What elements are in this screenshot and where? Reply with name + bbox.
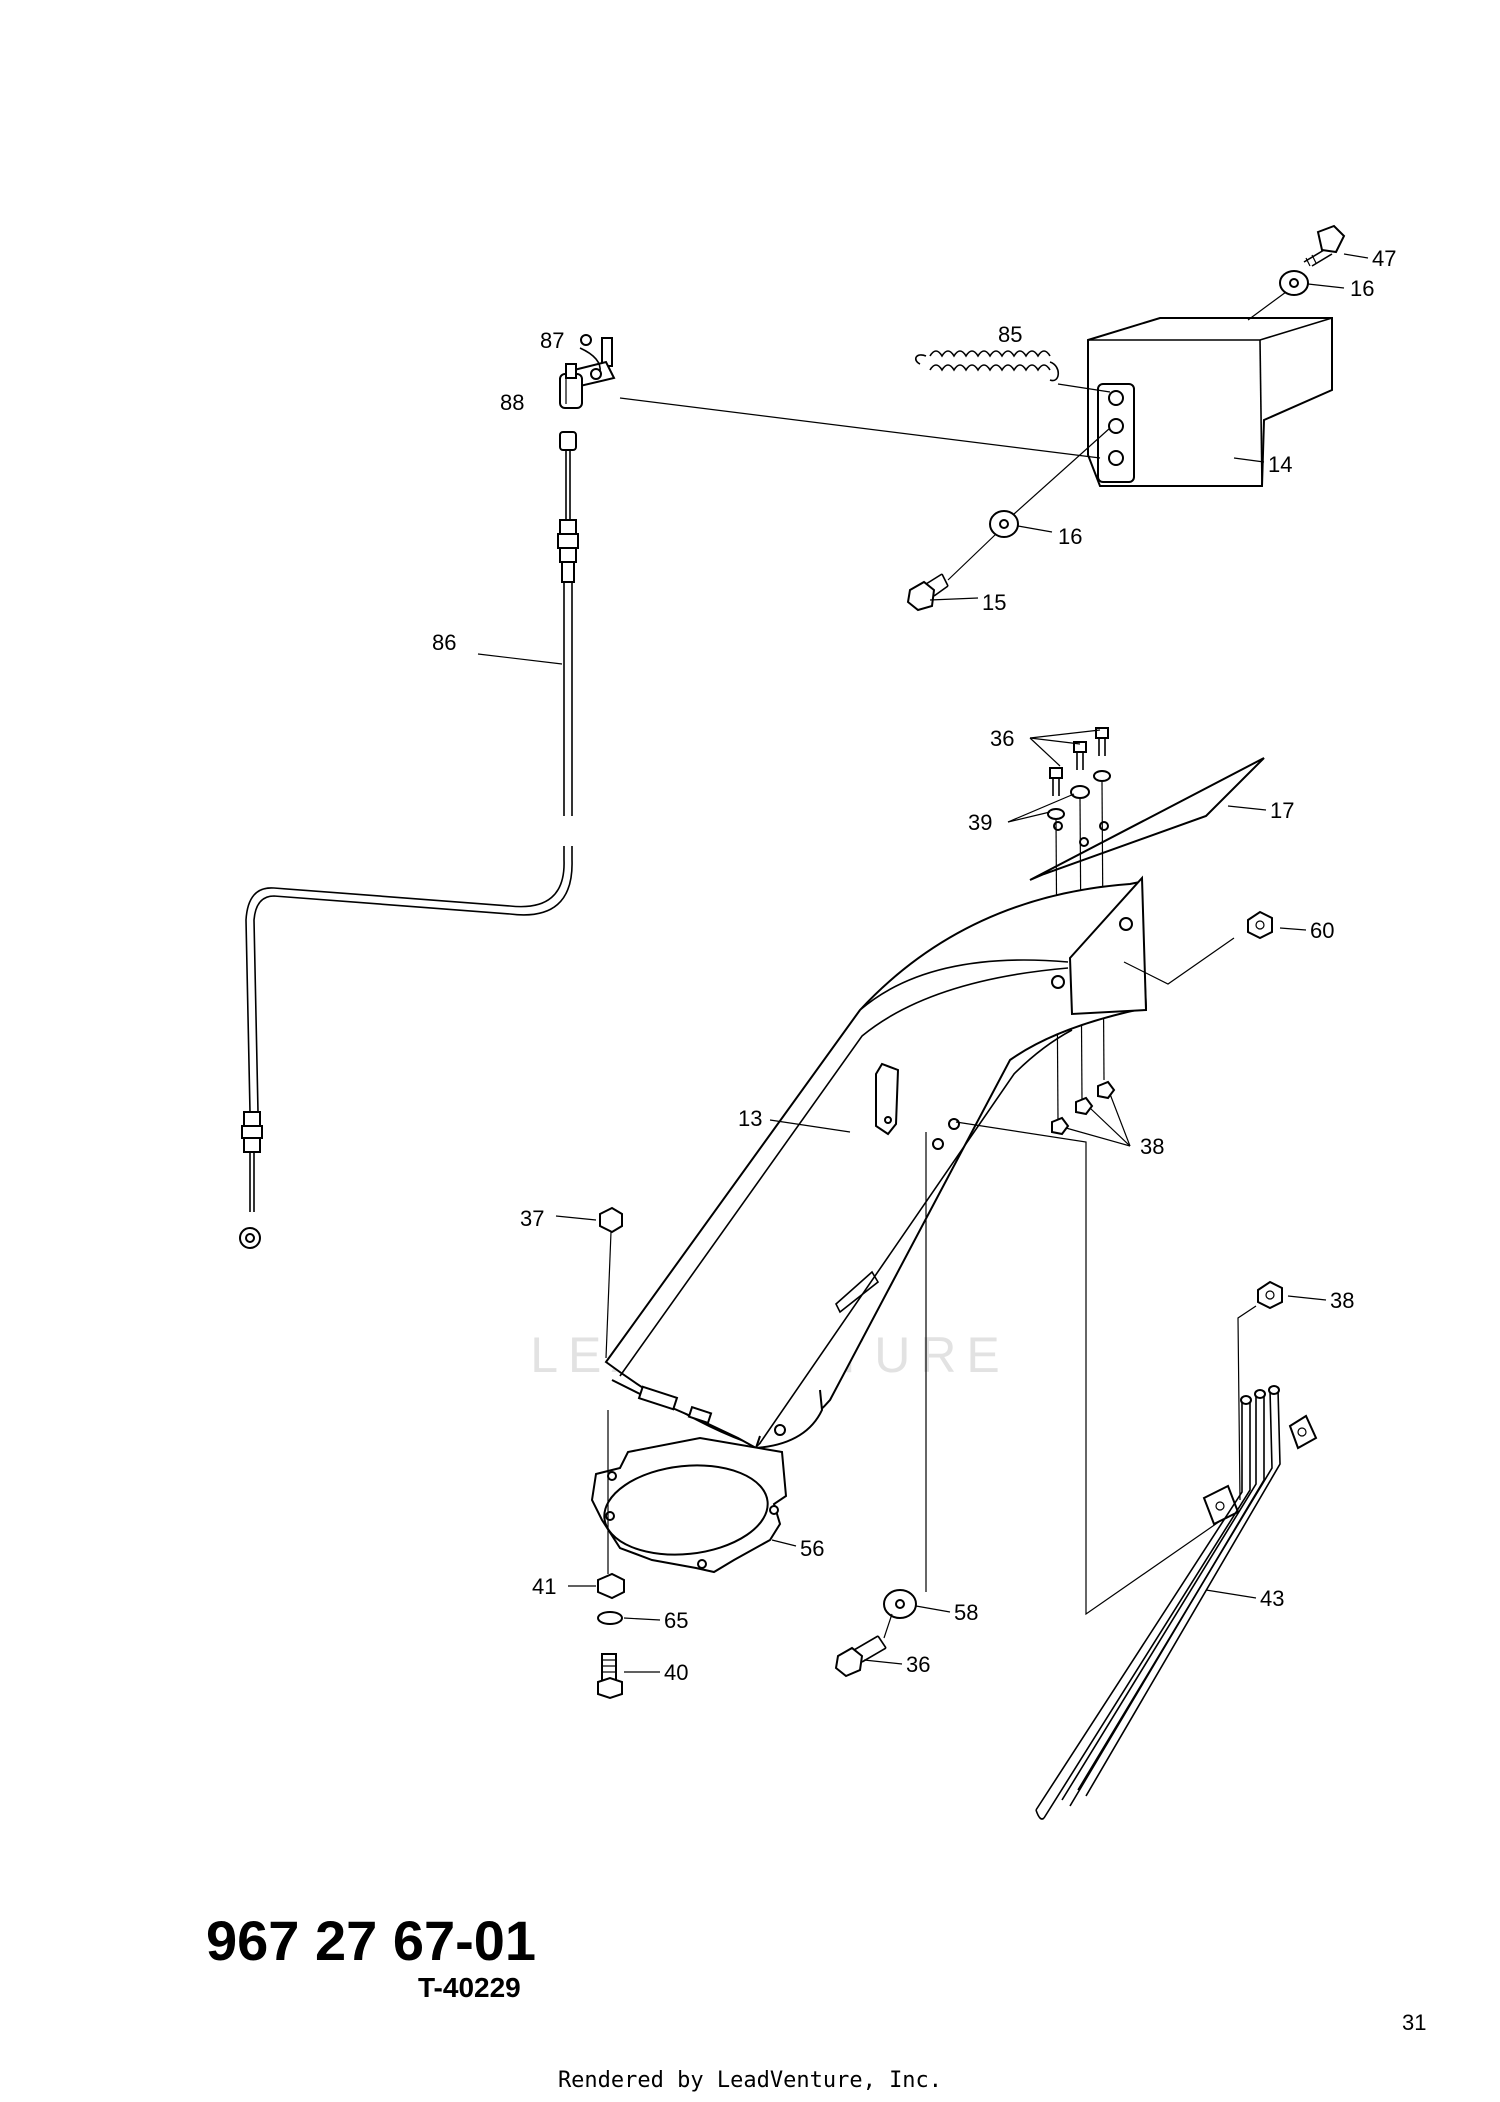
discharge-chute-13-part [604, 875, 1148, 1450]
callout-14: 14 [1268, 452, 1292, 477]
cable-clamp-88-part [559, 363, 583, 409]
cable-bracket-87-part [572, 334, 616, 388]
callout-58: 58 [954, 1600, 978, 1625]
callout-39: 39 [968, 810, 992, 835]
bolt-36-lower-part [834, 1635, 887, 1678]
washer-16-top-part [1279, 270, 1309, 296]
washers-39-part [1047, 770, 1111, 820]
drawing-code: T-40229 [418, 1972, 521, 2003]
callout-47: 47 [1372, 246, 1396, 271]
callout-37: 37 [520, 1206, 544, 1231]
callout-leaders [477, 253, 1369, 1673]
callout-86: 86 [432, 630, 456, 655]
callout-13: 13 [738, 1106, 762, 1131]
bolt-47-part [1303, 224, 1346, 267]
callout-36-lower: 36 [906, 1652, 930, 1677]
callout-labels: 47 16 85 87 88 14 16 15 86 36 17 39 60 1… [432, 246, 1396, 1685]
washer-58-part [883, 1589, 917, 1619]
support-rods-43-part [1035, 1385, 1318, 1820]
nut-41-part [597, 1572, 625, 1600]
page-number: 31 [1402, 2010, 1427, 2035]
nut-60-part [1247, 910, 1273, 940]
callout-38-chute: 38 [1140, 1134, 1164, 1159]
callout-43: 43 [1260, 1586, 1284, 1611]
callout-41: 41 [532, 1574, 556, 1599]
deflector-box-part [1087, 317, 1333, 487]
callout-87: 87 [540, 328, 564, 353]
part-number: 967 27 67-01 [206, 1909, 537, 1972]
nut-37-part [599, 1206, 623, 1234]
footer-credit: Rendered by LeadVenture, Inc. [557, 2068, 943, 2093]
washer-16-lower-part [989, 510, 1019, 538]
adapter-ring-56-part [590, 1436, 788, 1574]
washer-65-part [597, 1611, 623, 1625]
callout-40: 40 [664, 1660, 688, 1685]
callout-17: 17 [1270, 798, 1294, 823]
callout-88: 88 [500, 390, 524, 415]
callout-60: 60 [1310, 918, 1334, 943]
callout-85: 85 [998, 322, 1022, 347]
nuts-38-chute-part [1051, 1080, 1116, 1136]
callout-15: 15 [982, 590, 1006, 615]
bolt-40-part [597, 1653, 623, 1700]
bolt-15-part [906, 573, 949, 612]
callout-36-top: 36 [990, 726, 1014, 751]
callout-65: 65 [664, 1608, 688, 1633]
callout-56: 56 [800, 1536, 824, 1561]
callout-16-top: 16 [1350, 276, 1374, 301]
nut-38-right-part [1257, 1280, 1283, 1310]
callout-38-right: 38 [1330, 1288, 1354, 1313]
spring-85-part [914, 350, 1060, 382]
control-cable-86-part [239, 431, 579, 1249]
bolts-36-top-part [1049, 727, 1109, 796]
callout-16-lower: 16 [1058, 524, 1082, 549]
mounting-plate-17-part [1029, 757, 1265, 881]
